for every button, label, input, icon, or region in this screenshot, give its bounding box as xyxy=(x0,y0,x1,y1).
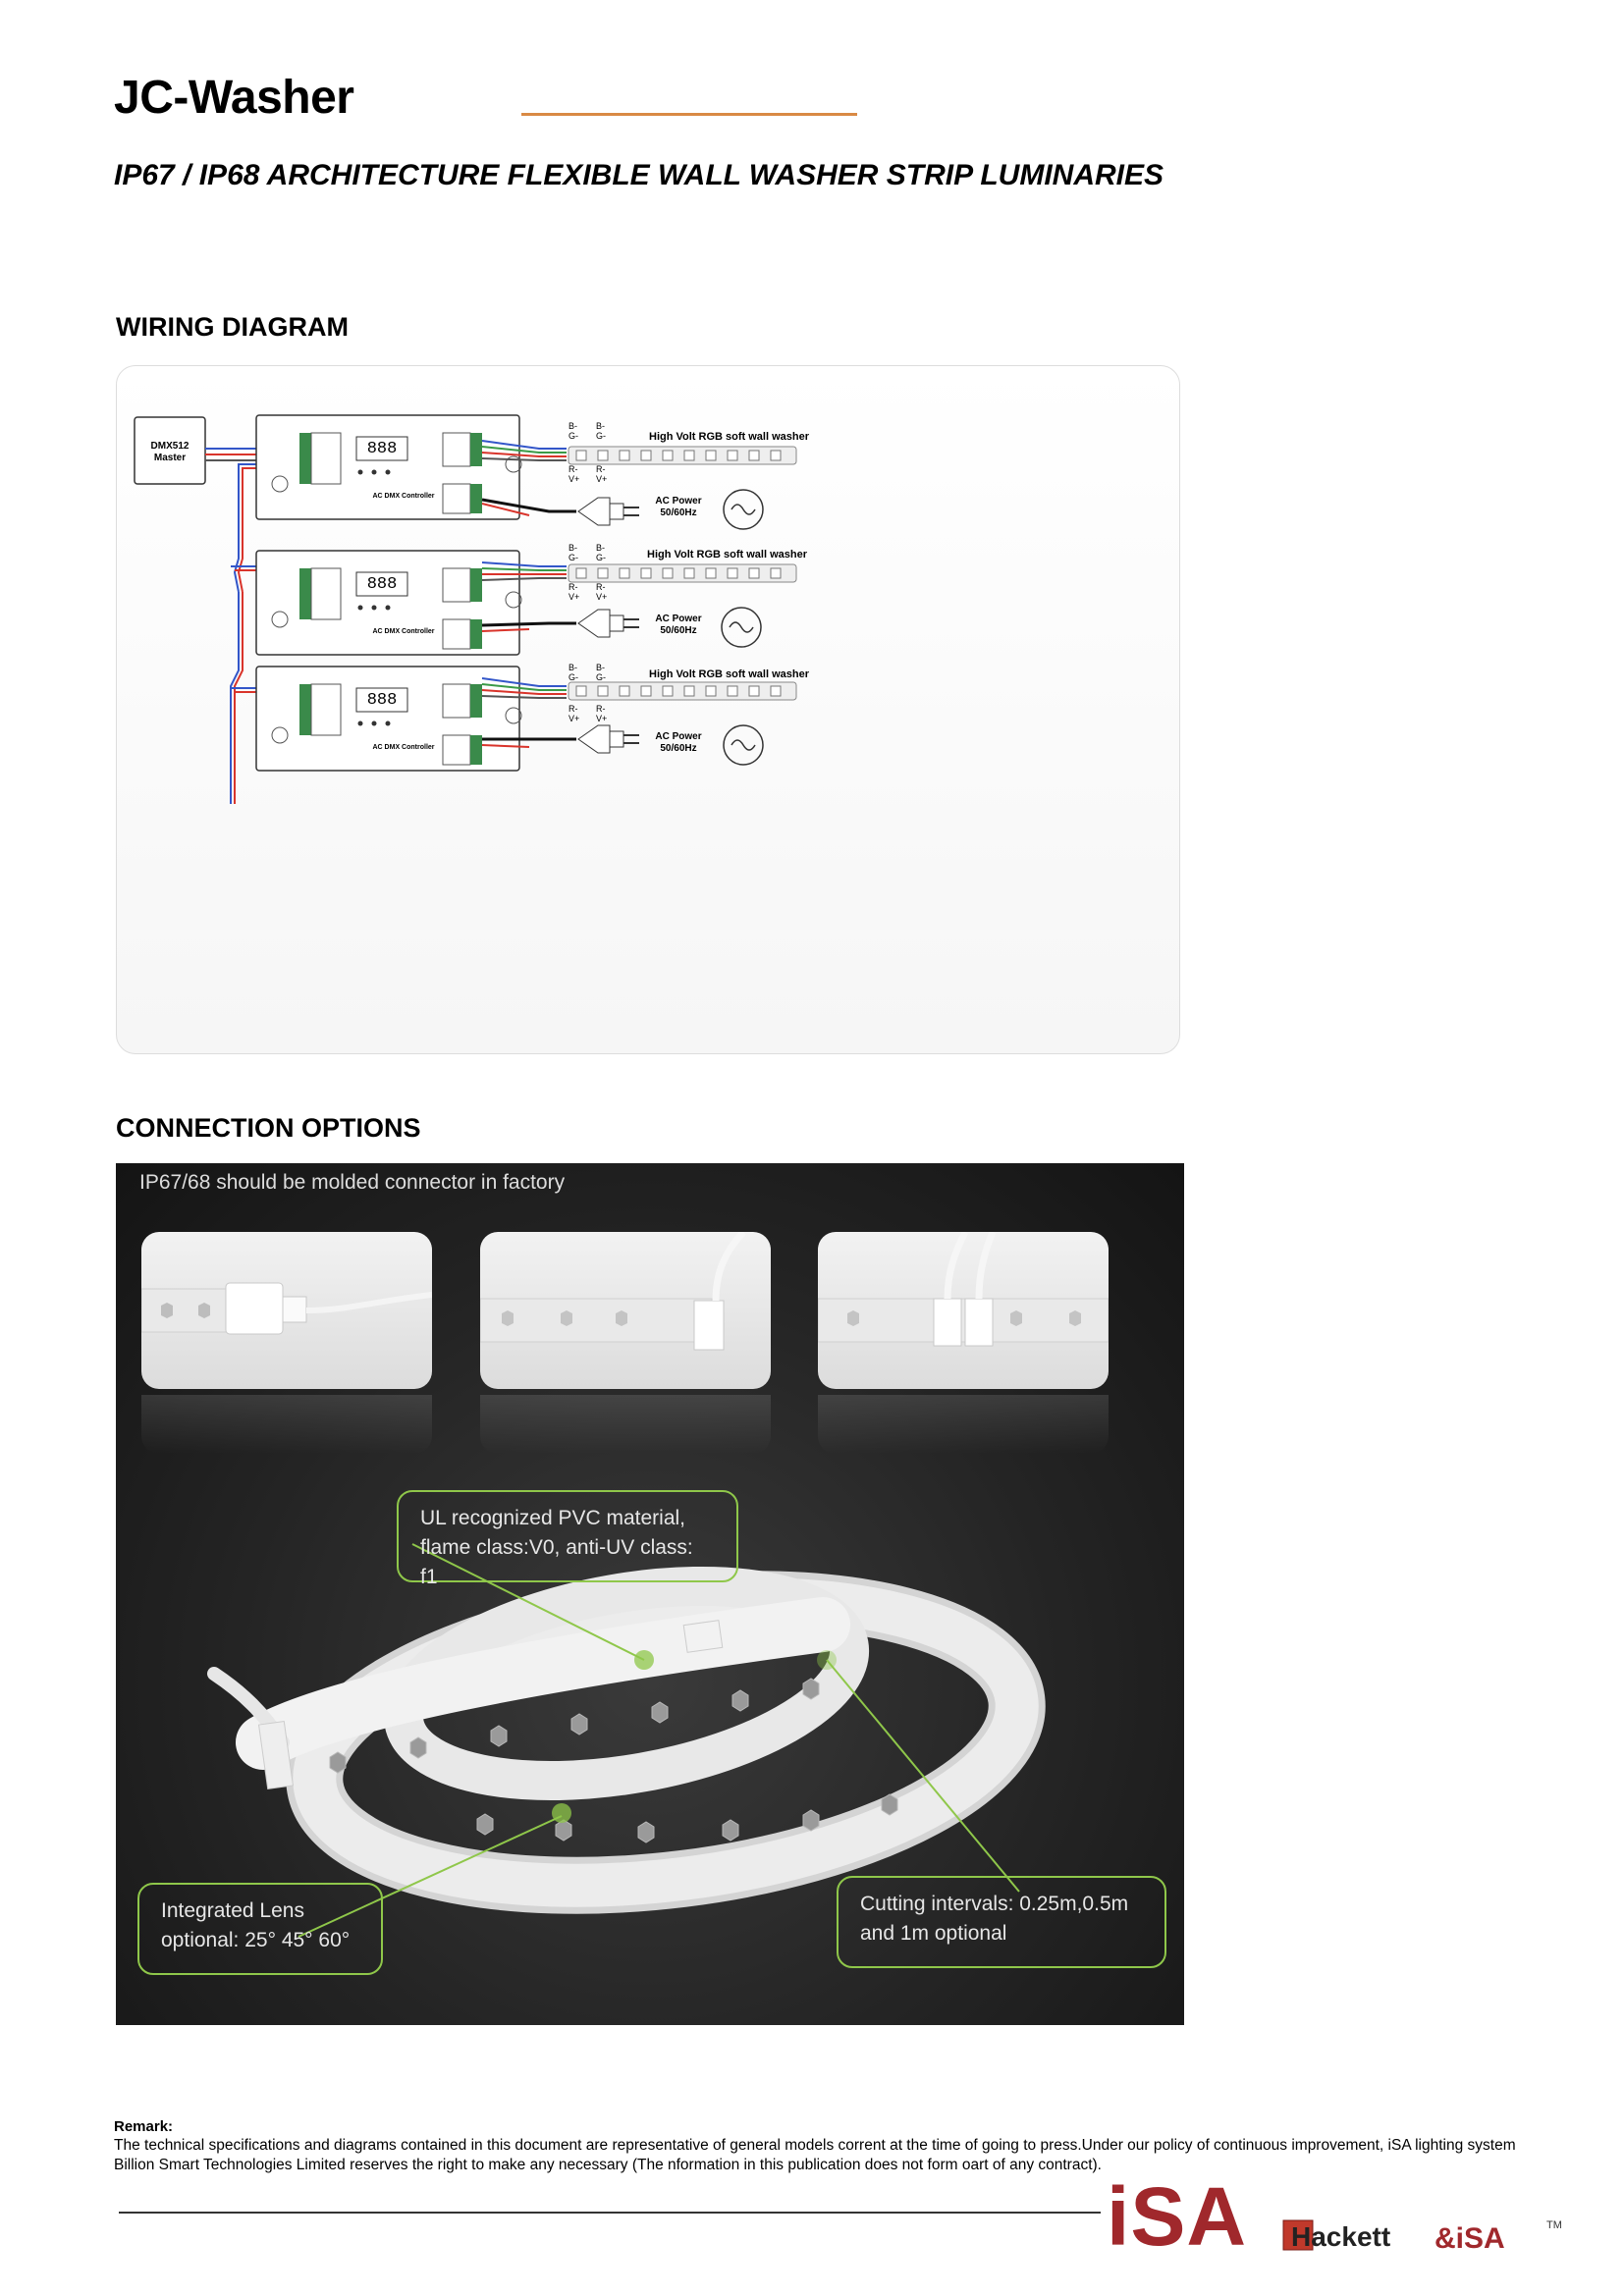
material-callout-line2: flame class:V0, anti-UV class: f1 xyxy=(420,1536,693,1588)
power-plug-1 xyxy=(577,497,640,526)
controller-label: AC DMX Controller xyxy=(373,493,435,500)
remark-label: Remark: xyxy=(114,2118,174,2135)
ac-source-icon xyxy=(721,607,762,648)
pin-label: V+ xyxy=(596,474,607,484)
pin-label: G- xyxy=(596,431,606,441)
power-plug-2 xyxy=(577,609,640,638)
coiled-strip-illustration xyxy=(207,1543,1046,1938)
cutting-callout-line1: Cutting intervals: 0.25m,0.5m xyxy=(860,1893,1129,1915)
controller-display: 888 xyxy=(367,691,398,710)
lens-callout-line2: optional: 25° 45° 60° xyxy=(161,1929,351,1951)
led-strip-2 xyxy=(568,563,797,583)
thumbnail-reflection xyxy=(141,1395,432,1454)
ac-power-label: AC Power xyxy=(655,731,701,742)
controller-display: 888 xyxy=(367,575,398,594)
led-strip-3 xyxy=(568,681,797,701)
dmx-master-label-1: DMX512 xyxy=(151,441,189,452)
thumbnail-reflection xyxy=(480,1395,771,1454)
ac-source-icon xyxy=(723,489,764,530)
molded-connector-note: IP67/68 should be molded connector in fa… xyxy=(139,1171,566,1194)
cutting-callout-line2: and 1m optional xyxy=(860,1922,1007,1945)
pin-label: V+ xyxy=(568,474,579,484)
connector-joint-photo xyxy=(818,1232,1109,1389)
connection-options-heading: CONNECTION OPTIONS xyxy=(116,1113,421,1143)
hackett-isa-logo: Hackett &iSA TM xyxy=(1281,2215,1566,2255)
pin-label: G- xyxy=(568,553,578,562)
material-callout-line1: UL recognized PVC material, xyxy=(420,1507,686,1529)
pin-label: G- xyxy=(596,672,606,682)
strip-title: High Volt RGB soft wall washer xyxy=(649,668,810,680)
isa-logo: iSA xyxy=(1107,2170,1248,2263)
strip-title: High Volt RGB soft wall washer xyxy=(647,549,808,561)
ac-frequency-label: 50/60Hz xyxy=(660,507,696,518)
pin-label: G- xyxy=(596,553,606,562)
ac-frequency-label: 50/60Hz xyxy=(660,743,696,754)
power-plug-3 xyxy=(577,724,640,754)
pin-label: B- xyxy=(596,421,605,431)
page-title: JC-Washer xyxy=(114,72,354,124)
pin-label: G- xyxy=(568,672,578,682)
dmx-master-box xyxy=(134,416,206,485)
lens-callout-line1: Integrated Lens xyxy=(161,1899,304,1922)
pin-label: V+ xyxy=(596,592,607,602)
page-subtitle: IP67 / IP68 ARCHITECTURE FLEXIBLE WALL W… xyxy=(114,159,1164,191)
title-accent-rule xyxy=(521,113,857,116)
pin-label: R- xyxy=(596,582,606,592)
wiring-diagram-figure: DMX512 Master 888 AC DMX Controller 888 … xyxy=(134,414,810,804)
hackett-wordmark: Hackett xyxy=(1291,2221,1390,2252)
wiring-diagram-heading: WIRING DIAGRAM xyxy=(116,312,349,342)
pin-label: R- xyxy=(568,582,578,592)
pin-label: R- xyxy=(596,704,606,714)
pin-label: B- xyxy=(568,421,577,431)
pin-label: B- xyxy=(568,543,577,553)
pin-label: V+ xyxy=(568,592,579,602)
ac-source-icon xyxy=(723,724,764,766)
pin-label: V+ xyxy=(568,714,579,723)
wiring-diagram: DMX512 Master 888 AC DMX Controller 888 … xyxy=(116,365,1180,1054)
ac-power-label: AC Power xyxy=(655,496,701,507)
ac-frequency-label: 50/60Hz xyxy=(660,625,696,636)
connection-options-panel: IP67/68 should be molded connector in fa… xyxy=(116,1163,1184,2025)
thumbnail-reflection xyxy=(818,1395,1109,1454)
pin-label: R- xyxy=(596,464,606,474)
trademark-mark: TM xyxy=(1546,2219,1562,2231)
pin-label: R- xyxy=(568,704,578,714)
connector-end-cap-photo xyxy=(141,1232,432,1389)
controller-label: AC DMX Controller xyxy=(373,628,435,635)
controller-label: AC DMX Controller xyxy=(373,744,435,751)
ac-power-label: AC Power xyxy=(655,614,701,624)
pin-label: B- xyxy=(596,663,605,672)
lens-callout: Integrated Lens optional: 25° 45° 60° xyxy=(137,1883,383,1975)
strip-title: High Volt RGB soft wall washer xyxy=(649,431,810,443)
controller-display: 888 xyxy=(367,440,398,458)
pin-label: B- xyxy=(596,543,605,553)
pin-label: B- xyxy=(568,663,577,672)
led-strip-1 xyxy=(568,446,797,465)
pin-label: V+ xyxy=(596,714,607,723)
pin-label: G- xyxy=(568,431,578,441)
footer-rule xyxy=(119,2212,1101,2214)
material-callout: UL recognized PVC material, flame class:… xyxy=(397,1490,738,1588)
dmx-master-label-2: Master xyxy=(154,453,186,463)
cutting-callout: Cutting intervals: 0.25m,0.5m and 1m opt… xyxy=(837,1876,1166,1968)
connector-right-angle-photo xyxy=(480,1232,771,1389)
pin-label: R- xyxy=(568,464,578,474)
remark-text: The technical specifications and diagram… xyxy=(114,2137,1516,2173)
and-isa-wordmark: &iSA xyxy=(1435,2222,1505,2254)
